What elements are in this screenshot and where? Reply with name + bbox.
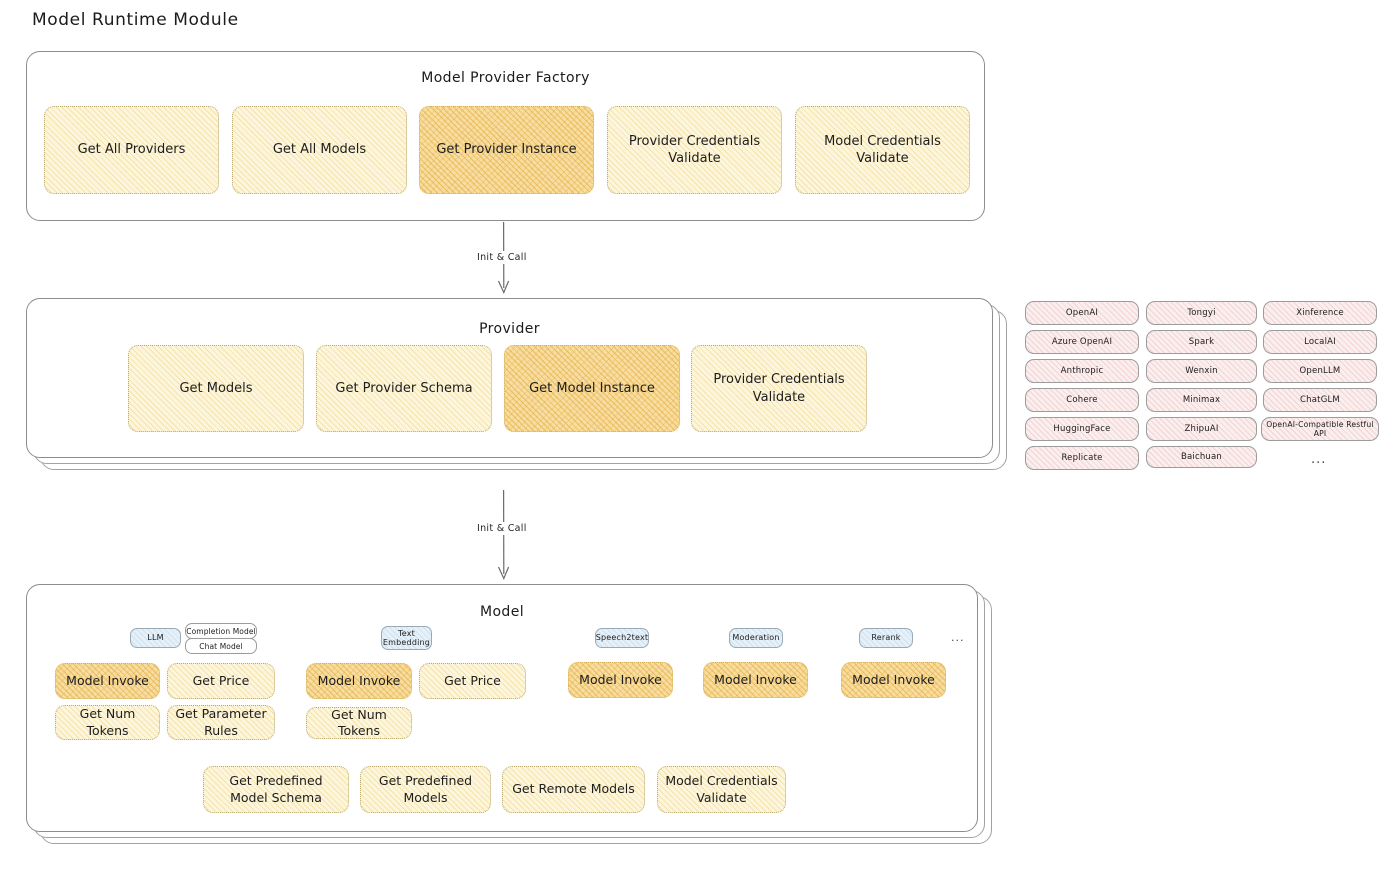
provider-node-get-models[interactable]: Get Models: [128, 345, 304, 432]
speech2text-method-model-invoke[interactable]: Model Invoke: [568, 662, 673, 698]
arrow-label-init-and-call-1: Init & Call: [474, 251, 530, 264]
text-embedding-method-model-invoke[interactable]: Model Invoke: [306, 663, 412, 699]
provider-chip-openllm[interactable]: OpenLLM: [1263, 359, 1377, 383]
provider-chip-wenxin[interactable]: Wenxin: [1146, 359, 1257, 383]
model-provider-factory-title: Model Provider Factory: [421, 70, 590, 86]
provider-chip-anthropic[interactable]: Anthropic: [1025, 359, 1139, 383]
model-type-chip-text-embedding[interactable]: Text Embedding: [381, 626, 432, 650]
page-title: Model Runtime Module: [32, 10, 239, 30]
provider-node-get-model-instance[interactable]: Get Model Instance: [504, 345, 680, 432]
model-type-chip-llm[interactable]: LLM: [130, 628, 181, 648]
arrow-label-init-and-call-2: Init & Call: [474, 522, 530, 535]
factory-node-model-credentials-validate[interactable]: Model Credentials Validate: [795, 106, 970, 194]
rerank-method-model-invoke[interactable]: Model Invoke: [841, 662, 946, 698]
provider-chip-minimax[interactable]: Minimax: [1146, 388, 1257, 412]
text-embedding-method-get-price[interactable]: Get Price: [419, 663, 526, 699]
llm-method-get-parameter-rules[interactable]: Get Parameter Rules: [167, 705, 275, 740]
provider-chip-azure-openai[interactable]: Azure OpenAI: [1025, 330, 1139, 354]
provider-chip-zhipuai[interactable]: ZhipuAI: [1146, 417, 1257, 441]
moderation-method-model-invoke[interactable]: Model Invoke: [703, 662, 808, 698]
llm-method-model-invoke[interactable]: Model Invoke: [55, 663, 160, 699]
model-type-chip-speech2text[interactable]: Speech2text: [595, 628, 649, 648]
text-embedding-method-get-num-tokens[interactable]: Get Num Tokens: [306, 707, 412, 739]
provider-chip-openai[interactable]: OpenAI: [1025, 301, 1139, 325]
llm-method-get-price[interactable]: Get Price: [167, 663, 275, 699]
factory-node-provider-credentials-validate[interactable]: Provider Credentials Validate: [607, 106, 782, 194]
model-subtype-chip-completion-model[interactable]: Completion Model: [185, 623, 257, 639]
provider-chip-cohere[interactable]: Cohere: [1025, 388, 1139, 412]
model-type-chip-moderation[interactable]: Moderation: [729, 628, 783, 648]
provider-chip-xinference[interactable]: Xinference: [1263, 301, 1377, 325]
llm-method-get-num-tokens[interactable]: Get Num Tokens: [55, 705, 160, 740]
factory-node-get-all-providers[interactable]: Get All Providers: [44, 106, 219, 194]
model-types-more-ellipsis: ...: [951, 631, 965, 644]
provider-node-get-provider-schema[interactable]: Get Provider Schema: [316, 345, 492, 432]
arrow-provider-to-model: [497, 490, 510, 580]
factory-node-get-provider-instance[interactable]: Get Provider Instance: [419, 106, 594, 194]
model-shared-method-get-remote-models[interactable]: Get Remote Models: [502, 766, 645, 813]
provider-chip-baichuan[interactable]: Baichuan: [1146, 446, 1257, 468]
provider-chip-huggingface[interactable]: HuggingFace: [1025, 417, 1139, 441]
provider-chip-tongyi[interactable]: Tongyi: [1146, 301, 1257, 325]
model-title: Model: [479, 604, 525, 620]
model-shared-method-get-predefined-model-schema[interactable]: Get Predefined Model Schema: [203, 766, 349, 813]
factory-node-get-all-models[interactable]: Get All Models: [232, 106, 407, 194]
provider-title: Provider: [479, 321, 540, 337]
model-shared-method-get-predefined-models[interactable]: Get Predefined Models: [360, 766, 491, 813]
provider-chip-chatglm[interactable]: ChatGLM: [1263, 388, 1377, 412]
provider-chip-replicate[interactable]: Replicate: [1025, 446, 1139, 470]
model-subtype-chip-chat-model[interactable]: Chat Model: [185, 638, 257, 654]
provider-chip-spark[interactable]: Spark: [1146, 330, 1257, 354]
provider-list-more-ellipsis: ...: [1311, 452, 1327, 467]
provider-chip-localai[interactable]: LocalAI: [1263, 330, 1377, 354]
model-type-chip-rerank[interactable]: Rerank: [859, 628, 913, 648]
model-shared-method-model-credentials-validate[interactable]: Model Credentials Validate: [657, 766, 786, 813]
provider-node-provider-credentials-validate[interactable]: Provider Credentials Validate: [691, 345, 867, 432]
provider-chip-openai-compatible-restful-api[interactable]: OpenAI-Compatible Restful API: [1261, 417, 1379, 441]
